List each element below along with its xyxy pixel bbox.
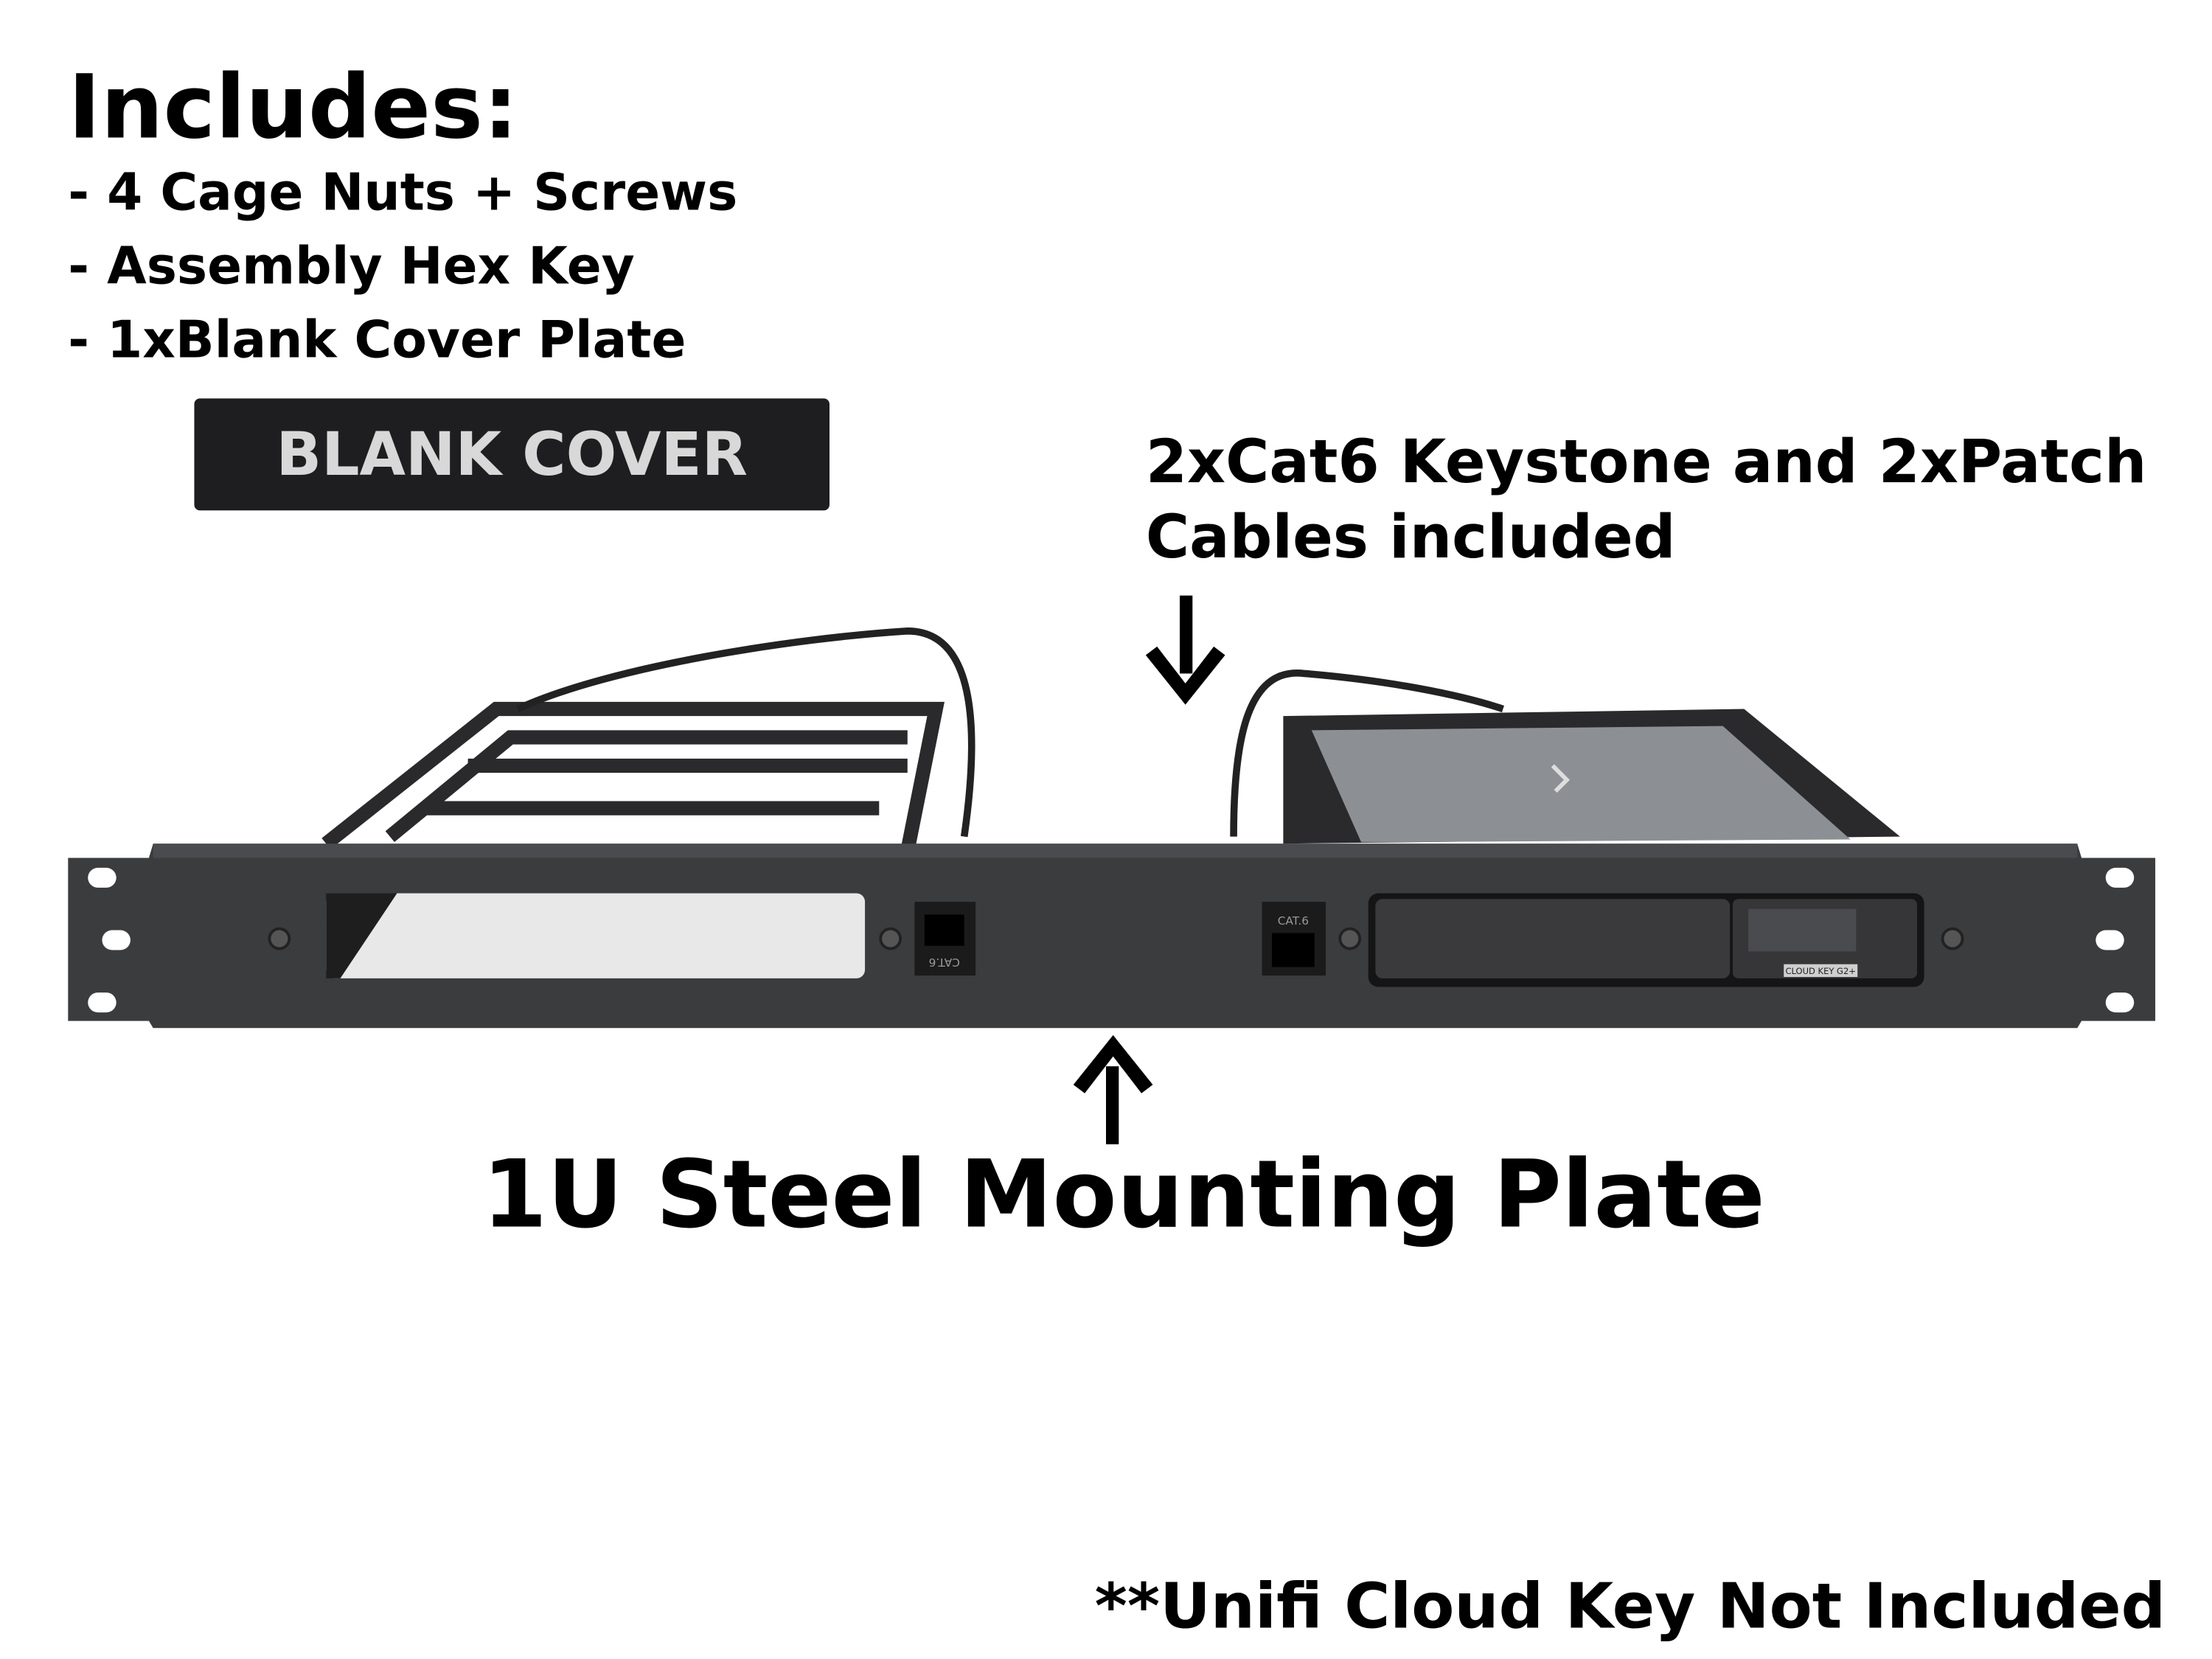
down-arrow-icon — [1145, 595, 1225, 705]
includes-heading: Includes: — [68, 57, 518, 159]
includes-item: - 1xBlank Cover Plate — [68, 311, 686, 370]
right-tray — [1283, 709, 1900, 844]
up-arrow-icon — [1073, 1034, 1153, 1144]
patch-cable — [1230, 669, 1504, 837]
keystone-note-line1: 2xCat6 Keystone and 2xPatch — [1146, 428, 2147, 497]
left-tray — [321, 701, 945, 852]
svg-text:CAT.6: CAT.6 — [1278, 914, 1309, 928]
keystone-jack: CAT.6 — [1262, 902, 1326, 976]
plate-label: 1U Steel Mounting Plate — [482, 1139, 1765, 1248]
keystone-note-line2: Cables included — [1146, 503, 1676, 572]
includes-item: - Assembly Hex Key — [68, 237, 634, 296]
rack-mount-plate: CAT.6 CAT.6 CLOUD KEY G2+ — [68, 844, 2156, 1029]
disclaimer: **Unifi Cloud Key Not Included — [1095, 1570, 2166, 1643]
keystone-jack: CAT.6 — [914, 902, 976, 976]
blank-cover-label: BLANK COVER — [276, 420, 748, 490]
open-bay-cutout — [326, 893, 866, 978]
blank-cover-plate: BLANK COVER — [194, 398, 830, 511]
includes-item: - 4 Cage Nuts + Screws — [68, 164, 737, 223]
cloud-key-device: CLOUD KEY G2+ — [1368, 893, 1924, 987]
patch-cable — [515, 627, 975, 838]
svg-text:CAT.6: CAT.6 — [929, 956, 960, 969]
svg-text:CLOUD KEY G2+: CLOUD KEY G2+ — [1785, 966, 1856, 976]
